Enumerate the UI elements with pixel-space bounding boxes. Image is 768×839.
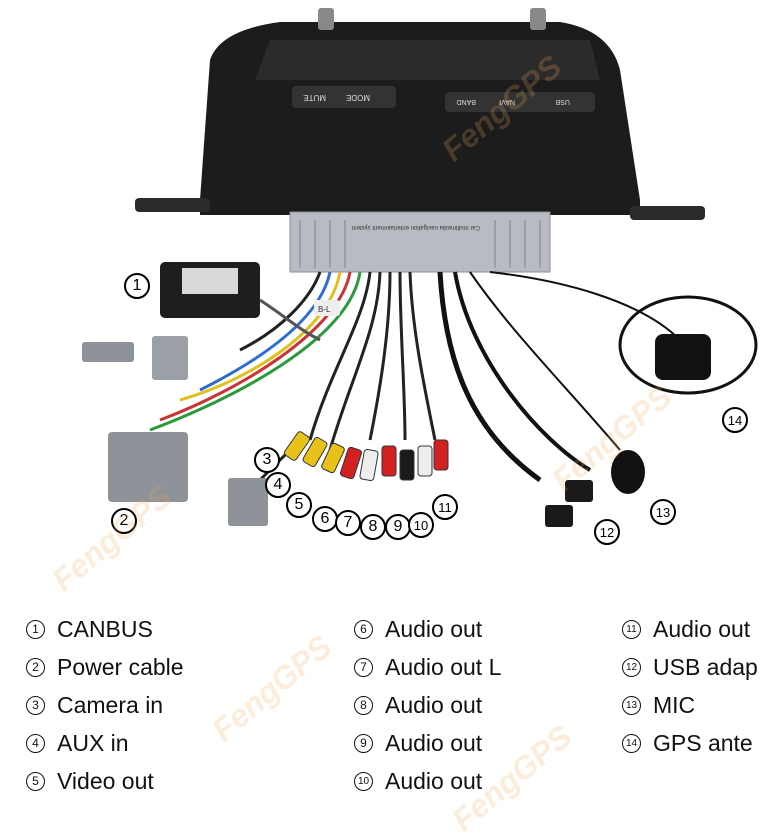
legend-text: Video out — [57, 767, 154, 794]
legend-number: 9 — [354, 733, 373, 753]
legend-number: 8 — [354, 695, 373, 715]
legend-text: Power cable — [57, 653, 184, 680]
callout-9: 9 — [385, 514, 411, 540]
legend-item-gps-antenna: 14 GPS ante — [622, 724, 758, 762]
legend-text: Audio out L — [385, 653, 502, 680]
gps-cable-coil — [618, 295, 758, 395]
mounting-screw-right — [530, 8, 546, 30]
legend-text: GPS ante — [653, 729, 753, 756]
usb-plug-2 — [565, 480, 593, 502]
callout-10: 10 — [408, 512, 434, 538]
legend-item-audio-out-8: 8 Audio out — [354, 686, 501, 724]
callout-12: 12 — [594, 519, 620, 545]
chassis-label: Car multimedia navigation entertainment … — [352, 224, 480, 230]
product-photo: MUTE MODE USB NAVI BAND Car multimedia n… — [82, 8, 758, 545]
callout-13: 13 — [650, 499, 676, 525]
callout-7: 7 — [335, 510, 361, 536]
legend-number: 13 — [622, 695, 641, 715]
power-cable-plug — [108, 432, 188, 502]
legend-text: Audio out — [385, 767, 483, 794]
usb-button-label: USB — [555, 98, 570, 105]
mounting-bracket-right — [630, 206, 705, 220]
legend-item-video-out: 5 Video out — [26, 762, 184, 800]
legend-item-mic: 13 MIC — [622, 686, 758, 724]
mounting-screw-left — [318, 8, 334, 30]
legend-item-canbus: 1 CANBUS — [26, 610, 184, 648]
legend-text: Audio out — [385, 615, 483, 642]
legend-number: 10 — [354, 771, 373, 791]
callout-6: 6 — [312, 506, 338, 532]
callout-8: 8 — [360, 514, 386, 540]
callout-5: 5 — [286, 492, 312, 518]
grey-plug-small — [82, 342, 134, 362]
legend-item-camera-in: 3 Camera in — [26, 686, 184, 724]
legend-item-audio-out-11: 11 Audio out — [622, 610, 758, 648]
usb-plug-1 — [545, 505, 573, 527]
legend-number: 5 — [26, 771, 45, 791]
legend-item-audio-out-10: 10 Audio out — [354, 762, 501, 800]
callout-11: 11 — [432, 494, 458, 520]
legend-text: Audio out — [653, 615, 751, 642]
callout-1: 1 — [124, 273, 150, 299]
harness-tag — [314, 300, 340, 316]
legend-item-audio-out-9: 9 Audio out — [354, 724, 501, 762]
legend-number: 7 — [354, 657, 373, 677]
legend-number: 4 — [26, 733, 45, 753]
band-button-label: BAND — [457, 98, 476, 105]
grey-plug-medium — [152, 336, 188, 380]
legend-number: 11 — [622, 619, 641, 639]
legend-column-3: 11 Audio out 12 USB adap 13 MIC 14 GPS ante — [622, 610, 758, 762]
legend-text: MIC — [653, 691, 696, 718]
legend-item-audio-out-l: 7 Audio out L — [354, 648, 501, 686]
wiring-diagram: MUTE MODE USB NAVI BAND Car multimedia n… — [82, 8, 758, 527]
legend-item-aux-in: 4 AUX in — [26, 724, 184, 762]
front-panel-left — [292, 86, 396, 108]
canbus-sticker — [182, 268, 238, 294]
top-slot — [255, 40, 600, 80]
navi-button-label: NAVI — [499, 98, 515, 105]
legend-text: AUX in — [57, 729, 129, 756]
legend-item-audio-out-6: 6 Audio out — [354, 610, 501, 648]
callout-14: 14 — [722, 407, 748, 433]
harness-tag-label: B-L — [318, 305, 331, 314]
legend-text: Audio out — [385, 729, 483, 756]
front-panel-right — [445, 92, 595, 112]
legend-number: 14 — [622, 733, 641, 753]
metal-chassis — [289, 211, 551, 273]
gps-antenna — [655, 334, 711, 380]
legend-number: 2 — [26, 657, 45, 677]
mounting-bracket-left — [135, 198, 210, 212]
mic-head — [611, 450, 645, 494]
legend-item-usb-adapter: 12 USB adap — [622, 648, 758, 686]
legend-text: USB adap — [653, 653, 758, 680]
callout-4: 4 — [265, 472, 291, 498]
legend-number: 12 — [622, 657, 641, 677]
callout-3: 3 — [254, 447, 280, 473]
legend-text: CANBUS — [57, 615, 153, 642]
legend-text: Audio out — [385, 691, 483, 718]
callout-2: 2 — [111, 508, 137, 534]
aux-in-plug — [228, 478, 268, 526]
legend-number: 3 — [26, 695, 45, 715]
legend-item-power-cable: 2 Power cable — [26, 648, 184, 686]
mute-button-label: MUTE — [303, 93, 326, 102]
legend-text: Camera in — [57, 691, 164, 718]
mode-button-label: MODE — [346, 93, 370, 102]
legend-number: 6 — [354, 619, 373, 639]
legend-number: 1 — [26, 619, 45, 639]
